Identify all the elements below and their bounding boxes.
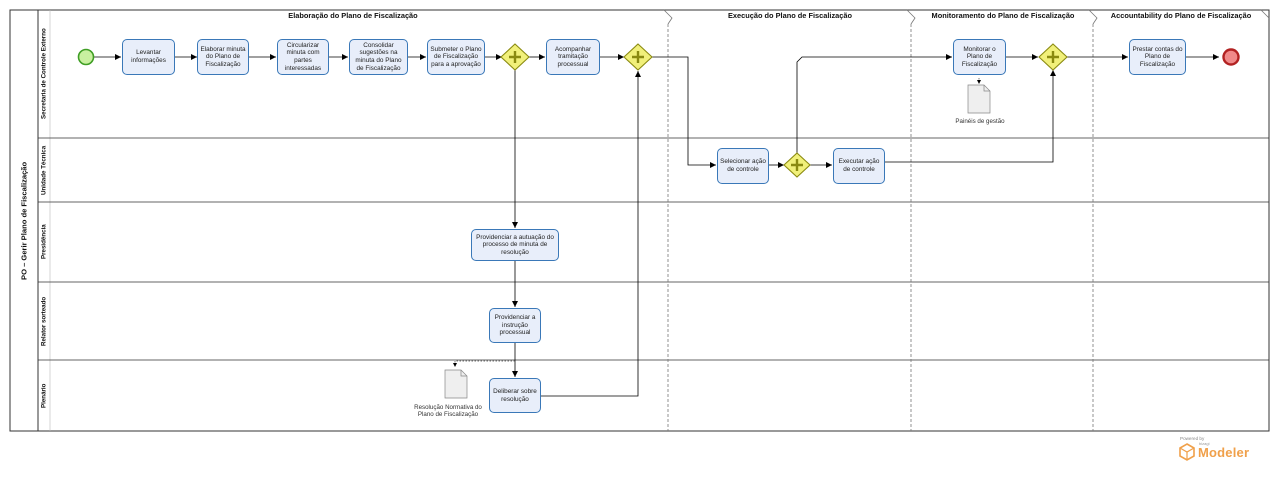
task-executar-acao[interactable]: Executar ação de controle <box>833 148 885 184</box>
modeler-brand: Modeler <box>1198 445 1250 460</box>
start-event <box>77 48 95 66</box>
lane-label-presidencia: Presidência <box>40 224 48 260</box>
lane-label-unidade-tecnica: Unidade Técnica <box>40 145 48 195</box>
lane-label-relator: Relator sorteado <box>40 296 48 346</box>
phase-header-edge-2 <box>906 9 916 25</box>
task-deliberar-resolucao[interactable]: Deliberar sobre resolução <box>489 378 541 413</box>
document-resolucao-icon <box>444 369 468 399</box>
parallel-gateway-1 <box>500 43 530 71</box>
task-submeter-plano[interactable]: Submeter o Plano de Fiscalização para a … <box>427 39 485 75</box>
phase-header-edge-4 <box>1260 9 1270 19</box>
bizagi-logo-icon <box>1179 443 1195 461</box>
document-resolucao-label-line2: Plano de Fiscalização <box>417 411 479 418</box>
document-resolucao-label-line1: Resolução Normativa do <box>414 404 482 411</box>
parallel-gateway-2 <box>623 43 653 71</box>
task-circularizar-minuta[interactable]: Circularizar minuta com partes interessa… <box>277 39 329 75</box>
sequence-flows <box>94 54 1219 397</box>
phase-header-edge-3 <box>1088 9 1098 25</box>
task-providenciar-instrucao[interactable]: Providenciar a instrução processual <box>489 308 541 343</box>
parallel-gateway-4 <box>1038 43 1068 71</box>
task-prestar-contas[interactable]: Prestar contas do Plano de Fiscalização <box>1129 39 1186 75</box>
task-monitorar-plano[interactable]: Monitorar o Plano de Fiscalização <box>953 39 1006 75</box>
end-event <box>1222 48 1240 66</box>
task-levantar-informacoes[interactable]: Levantar informações <box>122 39 175 75</box>
pool-label: PO – Gerir Plano de Fiscalização <box>19 161 29 280</box>
task-acompanhar-tramitacao[interactable]: Acompanhar tramitação processual <box>546 39 600 75</box>
association-resolucao <box>453 360 515 367</box>
bizagi-text: bizagi <box>1199 441 1210 446</box>
flow-deliberar-gateway2 <box>541 71 641 397</box>
phase-title-execucao: Execução do Plano de Fiscalização <box>727 11 853 20</box>
lane-label-plenario: Plenário <box>40 383 48 408</box>
document-paineis-label: Painéis de gestão <box>955 118 1005 125</box>
document-paineis-icon <box>967 84 991 114</box>
task-selecionar-acao[interactable]: Selecionar ação de controle <box>717 148 769 184</box>
phase-header-edge-1 <box>663 9 673 25</box>
flow-gateway3-monitorar <box>796 54 952 153</box>
phase-title-accountability: Accountability do Plano de Fiscalização <box>1110 11 1252 20</box>
flow-executar-gateway4 <box>885 70 1056 163</box>
task-elaborar-minuta[interactable]: Elaborar minuta do Plano de Fiscalização <box>197 39 249 75</box>
lane-label-secretaria: Secretaria de Controle Externo <box>40 28 48 120</box>
powered-by-text: Powered by <box>1180 436 1205 441</box>
phase-title-elaboracao: Elaboração do Plano de Fiscalização <box>288 11 418 20</box>
parallel-gateway-3 <box>783 152 811 178</box>
flow-gateway2-selecionar <box>651 56 716 168</box>
task-providenciar-autuacao[interactable]: Providenciar a autuação do processo de m… <box>471 229 559 261</box>
pool-frame <box>9 9 1270 432</box>
phase-title-monitoramento: Monitoramento do Plano de Fiscalização <box>931 11 1075 20</box>
task-consolidar-sugestoes[interactable]: Consolidar sugestões na minuta do Plano … <box>349 39 408 75</box>
